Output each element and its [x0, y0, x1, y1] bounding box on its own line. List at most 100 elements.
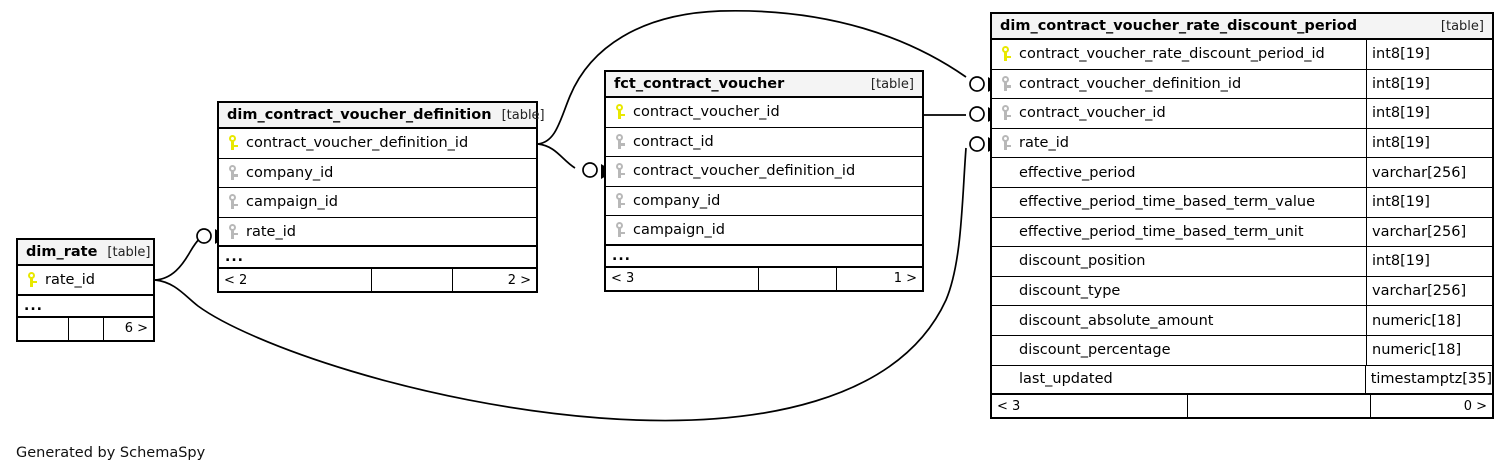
primary-key-icon: [24, 271, 40, 288]
column-name-cell: contract_voucher_definition_id: [219, 129, 536, 158]
table-dim_contract_voucher_rate_discount_period[interactable]: dim_contract_voucher_rate_discount_perio…: [990, 12, 1494, 420]
column-row-discount_absolute_amount[interactable]: discount_absolute_amount numeric[18]: [992, 306, 1492, 336]
column-name-cell: rate_id: [219, 218, 536, 246]
table-dim_contract_voucher_definition[interactable]: dim_contract_voucher_definition [table] …: [217, 101, 545, 294]
column-name-text: contract_voucher_id: [633, 104, 780, 121]
column-name-text: rate_id: [246, 223, 296, 240]
column-name-text: company_id: [633, 193, 721, 210]
footer-middle: [371, 269, 452, 292]
column-row-contract_voucher_definition_id[interactable]: contract_voucher_definition_id: [606, 157, 922, 187]
column-row-campaign_id[interactable]: campaign_id: [606, 216, 922, 246]
primary-key-icon: [225, 135, 241, 151]
table-kind-label: [table]: [107, 244, 151, 260]
table-header: dim_contract_voucher_definition [table]: [219, 103, 545, 129]
column-type-cell: int8[19]: [1366, 128, 1492, 158]
footer-incoming-count: < 2: [224, 272, 248, 288]
footer-incoming-count: [18, 318, 68, 340]
column-name-cell: rate_id: [992, 129, 1366, 158]
column-row-campaign_id[interactable]: campaign_id: [219, 188, 536, 218]
column-name-text: rate_id: [1019, 135, 1069, 152]
column-row-contract_voucher_definition_id[interactable]: contract_voucher_definition_id: [219, 129, 536, 159]
column-type-cell: numeric[18]: [1366, 335, 1492, 365]
foreign-key-icon: [998, 135, 1014, 151]
column-type-cell: int8[19]: [1366, 40, 1492, 69]
column-type-cell: int8[19]: [1366, 247, 1492, 276]
column-row-contract_voucher_rate_discount_period_id[interactable]: contract_voucher_rate_discount_period_id…: [992, 40, 1492, 70]
column-row-effective_period_time_based_term_unit[interactable]: effective_period_time_based_term_unit va…: [992, 217, 1492, 248]
table-title: dim_rate: [26, 244, 98, 260]
foreign-key-icon: [612, 163, 628, 179]
table-kind-label: [table]: [870, 76, 914, 92]
more-columns-ellipsis: ...: [219, 247, 536, 270]
column-name-text: contract_voucher_rate_discount_period_id: [1019, 46, 1325, 63]
foreign-key-icon: [225, 164, 241, 181]
column-row-rate_id[interactable]: rate_id int8[19]: [992, 128, 1492, 159]
column-name-cell: contract_voucher_rate_discount_period_id: [992, 40, 1366, 69]
column-row-rate_id[interactable]: rate_id: [219, 217, 536, 248]
foreign-key-icon: [225, 223, 241, 240]
column-type-cell: timestamptz[35]: [1364, 365, 1492, 394]
column-row-effective_period_time_based_term_value[interactable]: effective_period_time_based_term_value i…: [992, 187, 1492, 218]
column-name-cell: company_id: [219, 159, 536, 188]
column-name-cell: effective_period_time_based_term_value: [1019, 194, 1316, 211]
table-footer: 6 >: [18, 317, 153, 340]
column-name-text: contract_voucher_definition_id: [633, 163, 856, 180]
column-name-text: company_id: [246, 164, 334, 181]
column-name-text: contract_voucher_id: [1019, 105, 1166, 122]
column-name-text: contract_voucher_definition_id: [1019, 75, 1242, 92]
column-row-contract_voucher_id[interactable]: contract_voucher_id int8[19]: [992, 99, 1492, 129]
column-name-cell: campaign_id: [219, 188, 536, 217]
table-title: fct_contract_voucher: [614, 76, 785, 92]
more-columns-ellipsis: ...: [606, 245, 922, 268]
column-row-rate_id[interactable]: rate_id: [18, 266, 153, 296]
column-name-cell: contract_id: [606, 128, 922, 157]
column-row-discount_percentage[interactable]: discount_percentage numeric[18]: [992, 335, 1492, 366]
column-name-cell: last_updated: [1019, 371, 1113, 388]
edge-dcvd-to-fcv-def: [537, 143, 576, 169]
column-name-cell: discount_percentage: [1019, 342, 1171, 359]
column-row-company_id[interactable]: company_id: [606, 186, 922, 217]
column-type-cell: varchar[256]: [1366, 158, 1492, 187]
column-type-cell: varchar[256]: [1366, 276, 1492, 306]
footer-outgoing-count: 0 >: [1370, 395, 1492, 418]
foreign-key-icon: [225, 194, 241, 210]
column-name-cell: discount_type: [1019, 283, 1121, 300]
table-dim_rate[interactable]: dim_rate [table] rate_id ... 6 >: [16, 238, 155, 342]
column-name-cell: campaign_id: [606, 216, 922, 244]
column-name-cell: contract_voucher_definition_id: [992, 70, 1366, 99]
table-footer: < 2 2 >: [219, 269, 536, 292]
column-name-text: campaign_id: [633, 222, 725, 239]
column-name-cell: effective_period_time_based_term_unit: [1019, 223, 1304, 240]
table-kind-label: [table]: [501, 107, 545, 123]
column-name-text: contract_voucher_definition_id: [246, 135, 469, 152]
column-name-cell: contract_voucher_id: [606, 98, 922, 127]
column-row-company_id[interactable]: company_id: [219, 158, 536, 189]
column-name-cell: discount_absolute_amount: [1019, 312, 1214, 329]
table-title: dim_contract_voucher_rate_discount_perio…: [1000, 18, 1358, 34]
column-name-cell: contract_voucher_definition_id: [606, 157, 922, 186]
column-row-discount_type[interactable]: discount_type varchar[256]: [992, 276, 1492, 307]
footer-middle: [1187, 395, 1370, 418]
foreign-key-icon: [998, 75, 1014, 92]
column-name-text: rate_id: [45, 271, 95, 288]
column-row-last_updated[interactable]: last_updated timestamptz[35]: [992, 365, 1492, 396]
foreign-key-icon: [612, 222, 628, 238]
column-type-cell: int8[19]: [1366, 187, 1492, 217]
column-row-contract_voucher_id[interactable]: contract_voucher_id: [606, 98, 922, 128]
column-type-cell: numeric[18]: [1366, 306, 1492, 335]
column-type-cell: int8[19]: [1366, 69, 1492, 99]
table-footer: < 3 1 >: [606, 267, 922, 290]
foreign-key-icon: [612, 133, 628, 150]
footer-outgoing-count: 1 >: [836, 267, 922, 290]
column-row-effective_period[interactable]: effective_period varchar[256]: [992, 158, 1492, 188]
column-row-contract_voucher_definition_id[interactable]: contract_voucher_definition_id int8[19]: [992, 69, 1492, 100]
more-columns-ellipsis: ...: [18, 295, 153, 318]
column-row-discount_position[interactable]: discount_position int8[19]: [992, 247, 1492, 277]
column-name-text: campaign_id: [246, 194, 338, 211]
column-name-cell: discount_position: [1019, 253, 1146, 270]
footer-outgoing-count: 2 >: [452, 269, 536, 292]
primary-key-icon: [998, 46, 1014, 62]
column-row-contract_id[interactable]: contract_id: [606, 127, 922, 158]
table-fct_contract_voucher[interactable]: fct_contract_voucher [table] contract_vo…: [604, 70, 924, 292]
table-footer: < 3 0 >: [992, 395, 1492, 418]
